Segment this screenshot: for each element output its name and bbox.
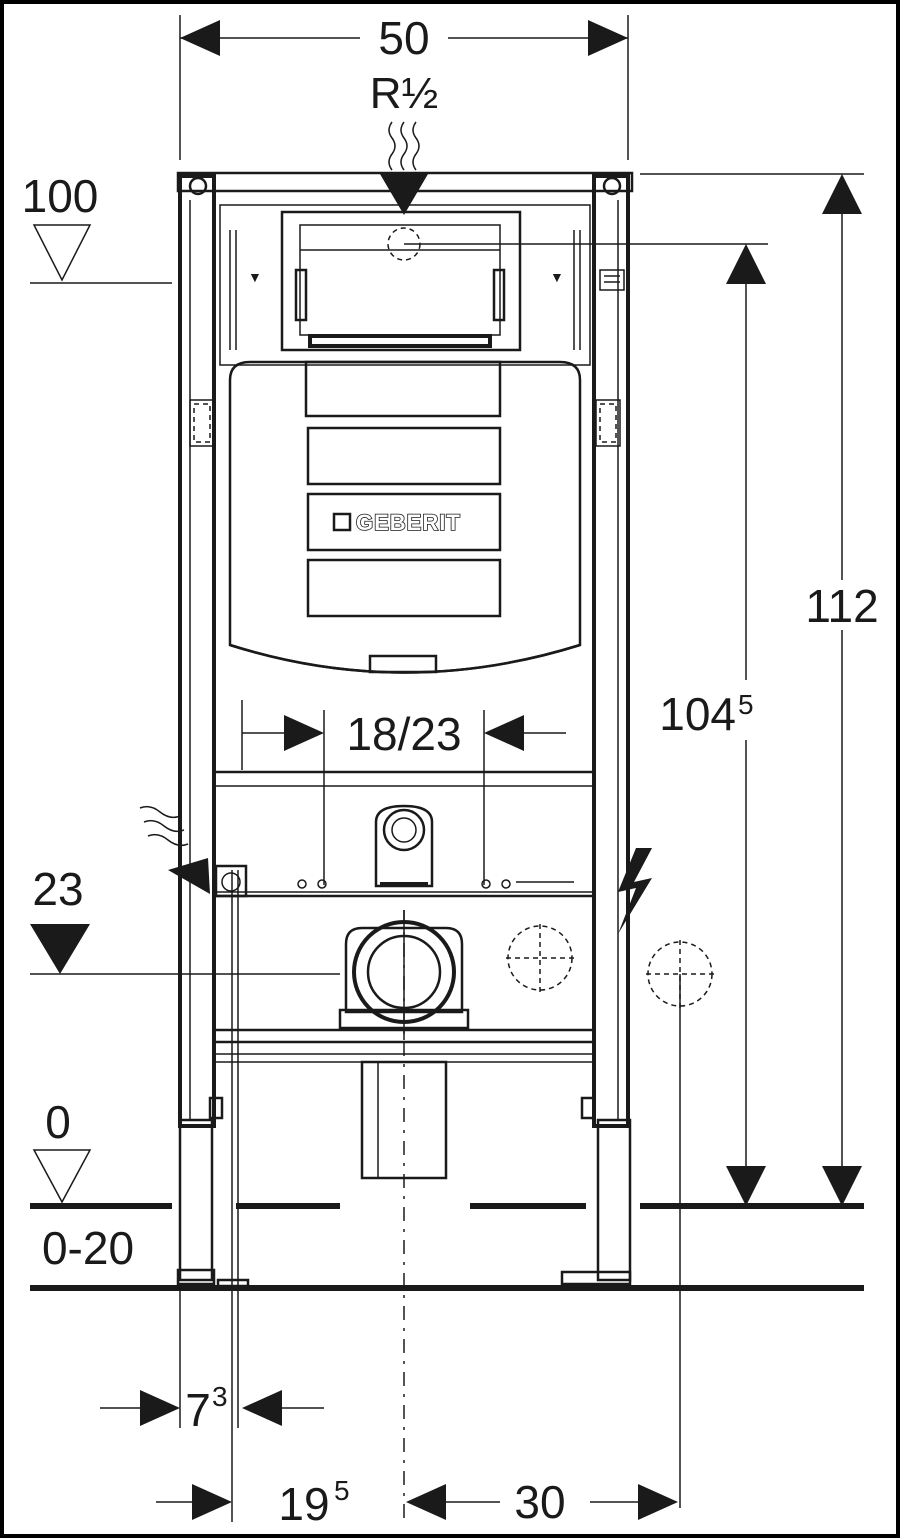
water-inlet-icon xyxy=(380,121,428,215)
installation-frame xyxy=(176,171,634,1288)
level-0-label: 0 xyxy=(45,1096,71,1148)
offset-axis-sup: 5 xyxy=(334,1475,350,1506)
level-23-label: 23 xyxy=(32,863,83,915)
electric-lightning-icon xyxy=(618,848,652,934)
dim-spacing: 18/23 xyxy=(241,700,566,885)
offset-left-sup: 3 xyxy=(212,1381,228,1412)
cistern-body: GEBERIT xyxy=(189,360,621,674)
spacing-label: 18/23 xyxy=(346,708,461,760)
dim-offset-right: 30 xyxy=(406,1476,678,1528)
level-100-label: 100 xyxy=(22,170,99,222)
svg-text:▼: ▼ xyxy=(550,269,564,285)
svg-text:GEBERIT: GEBERIT xyxy=(356,510,461,535)
supply-valve-options xyxy=(506,924,716,1508)
waterline-level-icon xyxy=(32,224,92,282)
water-supply-wavy-icon xyxy=(139,805,248,898)
geberit-logo: GEBERIT xyxy=(332,509,461,536)
width-label: 50 xyxy=(378,12,429,64)
height-inlet-label: 104 xyxy=(659,688,736,740)
inlet-thread-label: R½ xyxy=(370,69,438,118)
inlet-indicator: R½ xyxy=(370,69,438,215)
floor-range-label: 0-20 xyxy=(42,1222,134,1274)
height-inlet-sup: 5 xyxy=(738,689,754,720)
offset-axis-label: 19 xyxy=(278,1478,329,1530)
dim-offset-left: 7 3 xyxy=(100,1381,324,1436)
cistern-top-assembly: ▼ ▼ xyxy=(219,204,768,366)
mounting-plate xyxy=(212,770,596,898)
dim-height-inlet: 104 5 xyxy=(659,244,766,1206)
height-total-label: 112 xyxy=(805,580,878,632)
dim-offset-axis: 19 5 xyxy=(156,1475,350,1530)
level-0-marker: 0 xyxy=(32,1096,92,1204)
level-100-marker: 100 xyxy=(22,170,172,284)
paper-background xyxy=(4,4,896,1534)
dim-width-top: 50 xyxy=(179,12,629,160)
offset-left-label: 7 xyxy=(185,1384,211,1436)
dim-height-total: 112 xyxy=(640,173,879,1206)
svg-text:▼: ▼ xyxy=(248,269,262,285)
offset-right-label: 30 xyxy=(514,1476,565,1528)
level-23-marker: 23 xyxy=(30,863,340,975)
